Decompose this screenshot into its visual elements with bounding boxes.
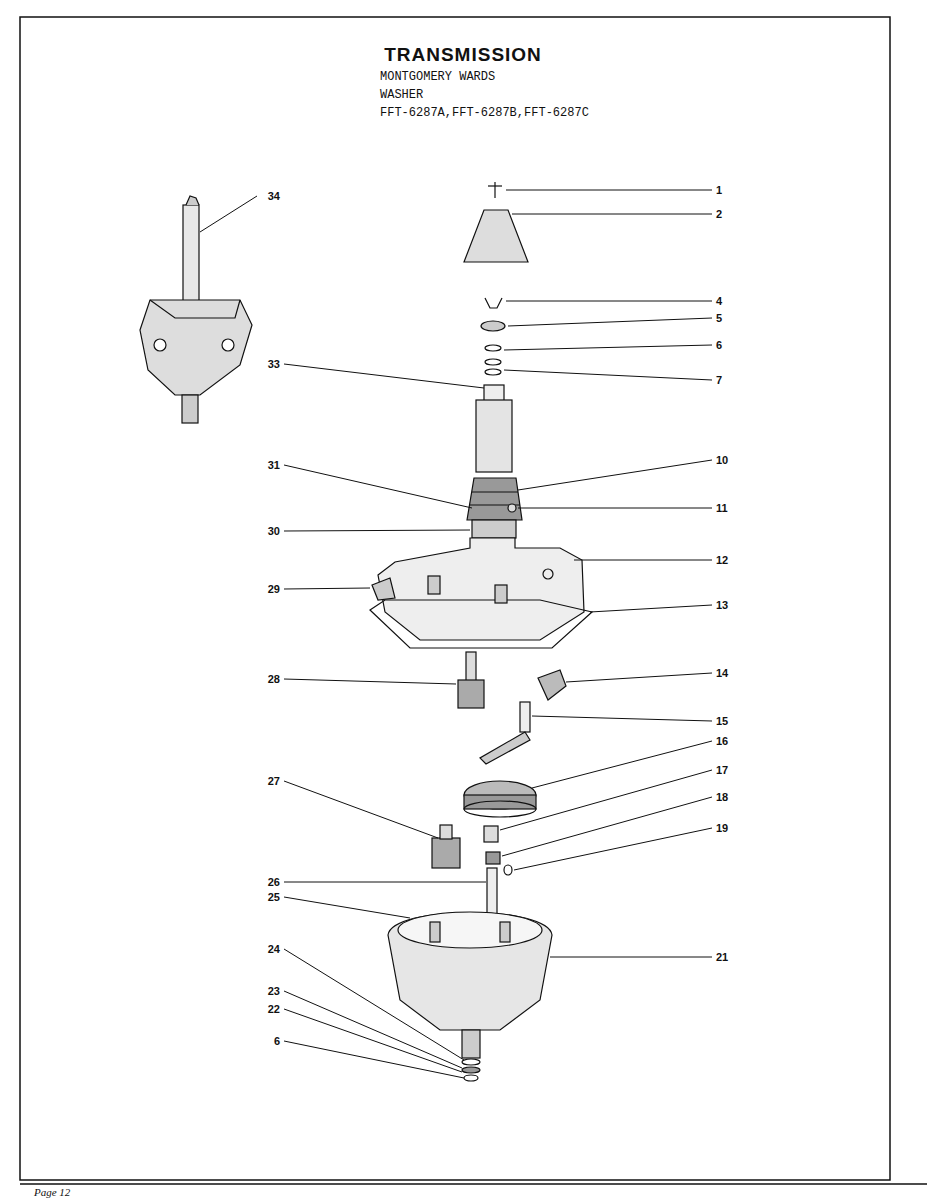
callout-number: 1 bbox=[716, 184, 722, 196]
callout-number: 34 bbox=[268, 190, 280, 202]
callout-number: 18 bbox=[716, 791, 728, 803]
callout-number: 12 bbox=[716, 554, 728, 566]
transmission-assembly bbox=[140, 196, 252, 423]
housing-cover bbox=[370, 538, 592, 648]
leader-lines bbox=[200, 190, 712, 1078]
callout-number: 4 bbox=[716, 295, 722, 307]
callout-number: 30 bbox=[268, 525, 280, 537]
callout-number: 27 bbox=[268, 775, 280, 787]
callout-number: 15 bbox=[716, 715, 728, 727]
callout-number: 10 bbox=[716, 454, 728, 466]
callout-number: 6 bbox=[716, 339, 722, 351]
callout-number: 6 bbox=[274, 1035, 280, 1047]
product: WASHER bbox=[380, 89, 423, 102]
parts-upper bbox=[464, 182, 572, 570]
callout-number: 29 bbox=[268, 583, 280, 595]
callout-number: 14 bbox=[716, 667, 728, 679]
diagram-title: TRANSMISSION bbox=[384, 45, 542, 66]
callout-number: 24 bbox=[268, 943, 280, 955]
page-number: Page 12 bbox=[34, 1186, 70, 1198]
frame bbox=[20, 17, 890, 1180]
callout-number: 22 bbox=[268, 1003, 280, 1015]
callout-number: 16 bbox=[716, 735, 728, 747]
callout-number: 23 bbox=[268, 985, 280, 997]
callout-number: 26 bbox=[268, 876, 280, 888]
maker: MONTGOMERY WARDS bbox=[380, 71, 495, 84]
callout-number: 21 bbox=[716, 951, 728, 963]
callout-number: 31 bbox=[268, 459, 280, 471]
rule bbox=[20, 1183, 927, 1185]
callout-number: 7 bbox=[716, 374, 722, 386]
gear-case bbox=[388, 912, 552, 1081]
callout-number: 19 bbox=[716, 822, 728, 834]
callout-number: 33 bbox=[268, 358, 280, 370]
callout-number: 5 bbox=[716, 312, 722, 324]
callout-number: 28 bbox=[268, 673, 280, 685]
callout-number: 13 bbox=[716, 599, 728, 611]
callout-number: 25 bbox=[268, 891, 280, 903]
callout-number: 2 bbox=[716, 208, 722, 220]
callout-number: 17 bbox=[716, 764, 728, 776]
callout-number: 11 bbox=[716, 502, 728, 514]
model-numbers: FFT-6287A,FFT-6287B,FFT-6287C bbox=[380, 107, 589, 120]
